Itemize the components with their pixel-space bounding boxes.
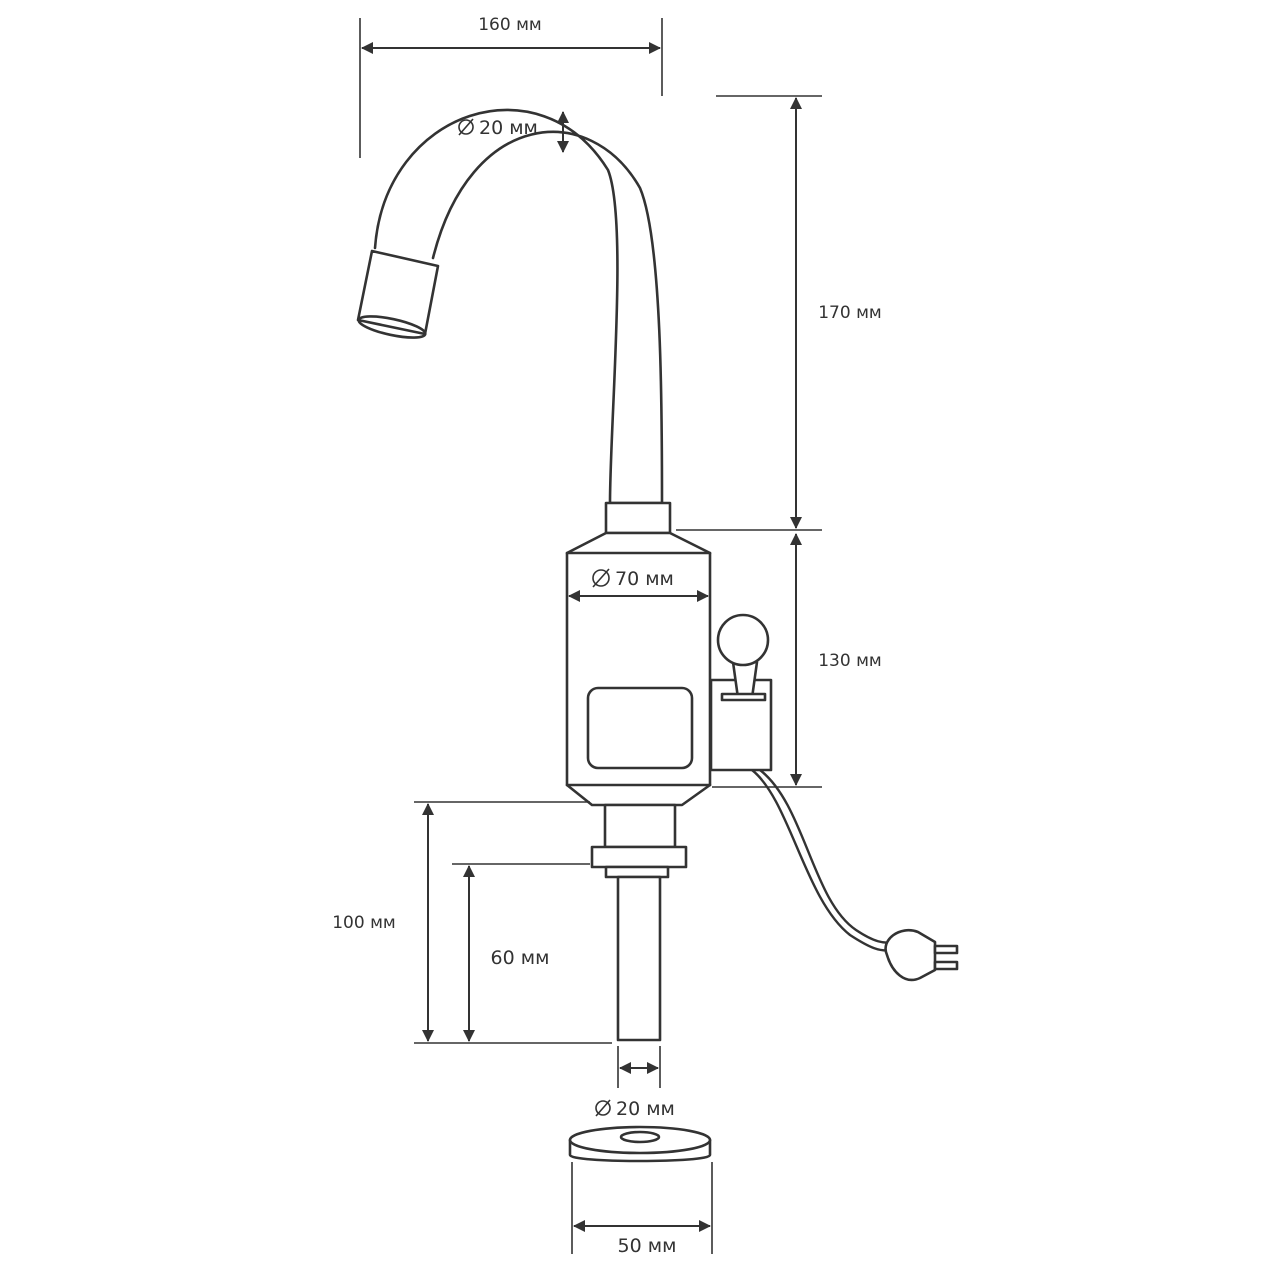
nozzle-opening xyxy=(357,315,427,339)
display-window xyxy=(586,686,694,770)
label-spout-diameter: 20 мм xyxy=(479,117,538,139)
mount-collar xyxy=(604,865,670,879)
label-mount-total: 100 мм xyxy=(332,913,396,933)
diameter-symbol-icon xyxy=(592,568,610,588)
control-knob xyxy=(716,613,770,667)
label-mount-thread: 60 мм xyxy=(491,947,550,969)
spout-nozzle xyxy=(356,249,440,336)
dimension-labels: 160 мм 20 мм 170 мм 70 мм 130 мм 100 мм … xyxy=(332,15,882,1257)
knob-stem xyxy=(731,660,759,700)
diameter-symbols xyxy=(458,118,611,1117)
washer-hole xyxy=(619,1130,661,1144)
diameter-symbol-icon xyxy=(595,1099,611,1117)
label-washer-diameter: 50 мм xyxy=(618,1235,677,1257)
mount-pipe xyxy=(616,875,662,1042)
diameter-symbol-icon xyxy=(458,118,474,136)
spout-collar xyxy=(604,501,672,535)
plug-pin-bottom xyxy=(933,960,959,971)
faucet-illustration xyxy=(356,108,959,1163)
mount-nut xyxy=(590,845,688,869)
label-body-diameter: 70 мм xyxy=(615,568,674,590)
label-body-height: 130 мм xyxy=(818,651,882,671)
power-cable xyxy=(751,769,893,952)
label-spout-height: 170 мм xyxy=(818,303,882,323)
mount-neck xyxy=(603,803,677,849)
plug-pin-top xyxy=(933,944,959,955)
power-plug xyxy=(884,929,937,982)
label-pipe-diameter: 20 мм xyxy=(616,1098,675,1120)
label-spout-reach: 160 мм xyxy=(478,15,542,35)
dimension-lines xyxy=(359,18,822,1254)
